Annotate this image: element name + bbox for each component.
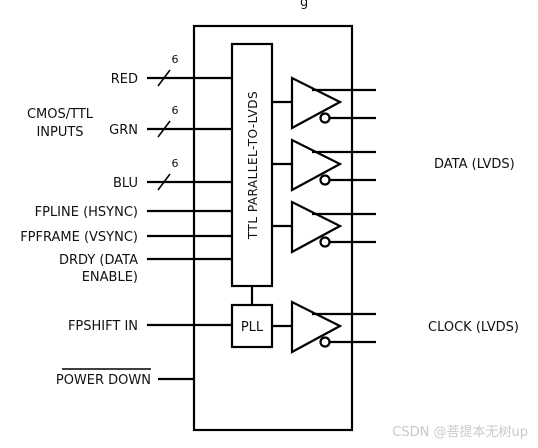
- watermark: CSDN @菩提本无树up: [392, 424, 528, 440]
- fpshift-label: FPSHIFT IN: [68, 319, 138, 334]
- inputs-group-label-2: INPUTS: [36, 125, 83, 140]
- clock-output-label: CLOCK (LVDS): [428, 320, 519, 335]
- lvds-driver-1: [272, 76, 376, 130]
- blu-bus-slash: [157, 173, 171, 191]
- fpframe-label: FPFRAME (VSYNC): [20, 230, 138, 245]
- chip-body: [192, 24, 354, 432]
- lvds-driver-2: [272, 138, 376, 192]
- grn-bus-slash: [157, 120, 171, 138]
- data-output-label: DATA (LVDS): [434, 157, 515, 172]
- grn-label: GRN: [109, 123, 138, 138]
- drdy-label-2: ENABLE): [82, 270, 138, 285]
- drdy-label-1: DRDY (DATA: [59, 253, 138, 268]
- red-bus-width: 6: [172, 53, 179, 66]
- top-label: g: [300, 0, 308, 10]
- red-bus-slash: [157, 69, 171, 87]
- blu-label: BLU: [113, 176, 138, 191]
- blu-bus-width: 6: [172, 157, 179, 170]
- lvds-driver-3: [272, 200, 376, 254]
- grn-bus-width: 6: [172, 104, 179, 117]
- fpline-label: FPLINE (HSYNC): [35, 205, 138, 220]
- red-label: RED: [111, 72, 138, 87]
- lvds-clock-driver: [272, 300, 376, 354]
- converter-label: TTL PARALLEL-TO-LVDS: [246, 91, 260, 240]
- pll-label: PLL: [241, 320, 264, 335]
- power-down-label: POWER DOWN: [56, 373, 151, 388]
- inputs-group-label-1: CMOS/TTL: [27, 107, 94, 122]
